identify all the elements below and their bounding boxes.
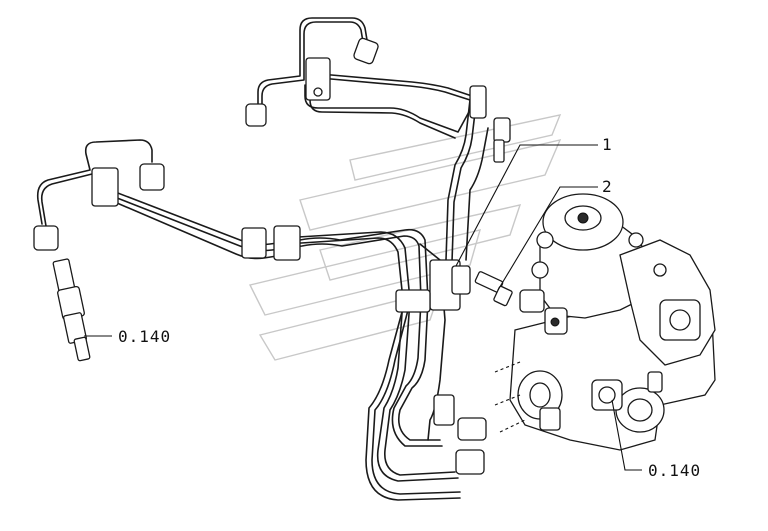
callout-injector-ref: 0.140 [118, 327, 171, 346]
front-injection-pipes [36, 139, 461, 501]
callout-pump-ref: 0.140 [648, 461, 701, 480]
upper-pipe-nuts [245, 37, 511, 163]
banjo-bolt [474, 271, 513, 307]
injection-pump [509, 193, 716, 451]
fuel-injector [52, 258, 91, 362]
assembly-dash-lines [494, 361, 526, 433]
front-pipe-nuts [33, 163, 487, 475]
callout-item-2: 2 [602, 177, 613, 196]
upper-injection-pipes [257, 17, 489, 263]
leader-lines [84, 144, 642, 471]
callout-item-1: 1 [602, 135, 613, 154]
